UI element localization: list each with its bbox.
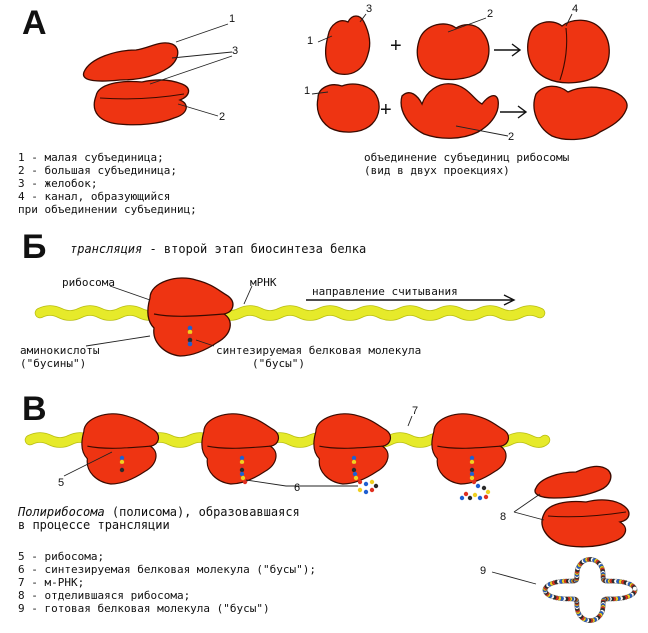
label-8: 8: [500, 511, 507, 523]
polysome-ribosome-1: [81, 413, 160, 485]
label-a-bot-2: 2: [508, 131, 515, 143]
label-1: 1: [229, 13, 236, 25]
amino-label-2: ("бусины"): [20, 357, 87, 370]
legend-v-7: 7 - м-РНК;: [18, 576, 85, 589]
label-3: 3: [232, 45, 239, 57]
protein-bead: [632, 586, 638, 592]
label-6: 6: [294, 482, 301, 494]
growing-chain-1: [119, 455, 125, 473]
growing-chain-4: [459, 455, 491, 501]
polysome-caption-2: в процессе трансляции: [18, 518, 170, 532]
protein-label-1: синтезируемая белковая молекула: [216, 344, 422, 357]
large-subunit-shape: [93, 79, 190, 126]
label-9: 9: [480, 565, 487, 577]
polysome-caption-1: Полирибосома (полисома), образовавшаяся: [18, 506, 300, 519]
finished-protein-beads: [542, 557, 638, 623]
title-italic-term: трансляция: [70, 242, 143, 256]
label-a-top-3: 3: [366, 3, 373, 15]
label-7: 7: [412, 405, 419, 417]
legend-a-5: при объединении субъединиц;: [18, 203, 197, 216]
section-letter-b: Б: [22, 228, 47, 266]
label-a-top-4: 4: [572, 3, 579, 15]
a-bot-small: [316, 83, 380, 133]
polysome-term: Полирибосома: [18, 505, 105, 519]
a-top-large: [416, 23, 490, 81]
caption-a-line2: (вид в двух проекциях): [364, 164, 510, 177]
a-top-combined: [527, 19, 610, 84]
label-a-top-2: 2: [487, 8, 494, 20]
legend-a-4: 4 - канал, образующийся: [18, 190, 171, 203]
protein-beads-b: [187, 325, 193, 347]
label-5: 5: [58, 477, 65, 489]
reading-direction-arrow: [306, 294, 516, 306]
growing-chain-3: [351, 455, 379, 495]
label-2: 2: [219, 111, 226, 123]
polysome-caption-rest: (полисома), образовавшаяся: [104, 505, 300, 519]
growing-chain-2: [239, 455, 248, 485]
label-a-top-1: 1: [307, 35, 314, 47]
amino-label-1: аминокислоты: [20, 344, 100, 357]
polysome-ribosome-3: [313, 413, 392, 485]
caption-a-line1: объединение субъединиц рибосомы: [364, 151, 570, 164]
small-subunit-shape: [82, 42, 179, 82]
a-bot-combined: [533, 85, 628, 141]
section-b-title: трансляция - второй этап биосинтеза белк…: [70, 243, 366, 256]
a-arrow-top: [494, 43, 522, 57]
legend-a-3: 3 - желобок;: [18, 177, 98, 190]
ribosome-label: рибосома: [62, 276, 115, 289]
detached-small-subunit: [534, 465, 612, 499]
detached-large-subunit: [541, 499, 630, 548]
mrna-label: мРНК: [250, 276, 277, 289]
a-bot-large: [400, 83, 499, 139]
protein-label-2: ("бусы"): [252, 357, 305, 370]
a-top-small: [325, 15, 371, 76]
section-letter-a: А: [22, 4, 47, 42]
section-letter-v: В: [22, 390, 47, 428]
legend-a-1: 1 - малая субъединица;: [18, 151, 164, 164]
title-rest: - второй этап биосинтеза белка: [142, 242, 367, 256]
label-a-bot-1: 1: [304, 85, 311, 97]
legend-a-2: 2 - большая субъединица;: [18, 164, 177, 177]
a-arrow-bottom: [500, 105, 528, 119]
legend-v-9: 9 - готовая белковая молекула ("бусы"): [18, 602, 270, 615]
plus-sign-top: +: [390, 35, 402, 57]
direction-label: направление считывания: [312, 285, 458, 298]
plus-sign-bottom: +: [380, 99, 392, 121]
legend-v-8: 8 - отделившаяся рибосома;: [18, 589, 191, 602]
legend-v-6: 6 - синтезируемая белковая молекула ("бу…: [18, 563, 317, 576]
legend-v-5: 5 - рибосома;: [18, 550, 105, 563]
mrna-strand: [35, 306, 545, 320]
